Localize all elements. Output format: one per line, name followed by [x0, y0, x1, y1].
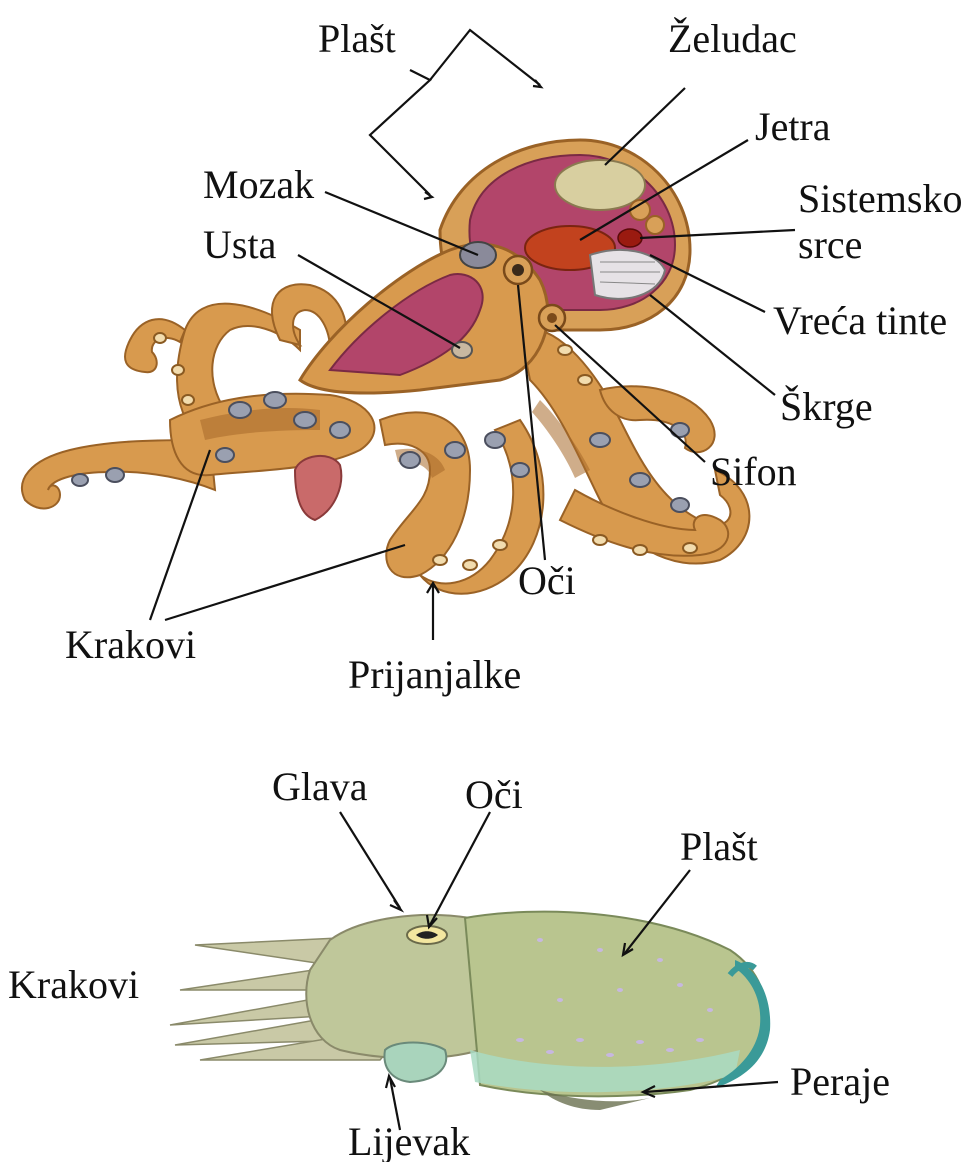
cuttlefish-illustration [170, 912, 770, 1110]
label-octopus-mouth: Usta [203, 222, 277, 267]
octopus-buccal-mass [295, 456, 341, 520]
label-cuttlefish-arms: Krakovi [8, 962, 139, 1007]
octopus-stomach [555, 160, 645, 210]
octopus-systemic-heart [618, 229, 642, 247]
label-octopus-suckers: Prijanjalke [348, 652, 521, 697]
cuttlefish-funnel [384, 1043, 446, 1083]
label-cuttlefish-fin: Peraje [790, 1059, 890, 1104]
label-octopus-gills: Škrge [780, 384, 873, 429]
label-octopus-arms: Krakovi [65, 622, 196, 667]
label-octopus-brain: Mozak [203, 162, 314, 207]
label-octopus-mantle: Plašt [318, 16, 396, 61]
label-octopus-stomach: Želudac [668, 16, 797, 61]
label-cuttlefish-eyes: Oči [465, 772, 523, 817]
label-cuttlefish-head: Glava [272, 764, 368, 809]
label-octopus-siphon: Sifon [710, 449, 797, 494]
label-cuttlefish-mantle: Plašt [680, 824, 758, 869]
octopus-illustration [22, 140, 749, 594]
label-octopus-systemic-heart-line1: Sistemsko [798, 176, 962, 221]
label-octopus-ink-sac: Vreća tinte [773, 298, 947, 343]
cuttlefish-head [306, 915, 480, 1058]
label-octopus-eyes: Oči [518, 558, 576, 603]
label-cuttlefish-funnel: Lijevak [348, 1119, 470, 1162]
label-octopus-liver: Jetra [755, 104, 831, 149]
label-octopus-systemic-heart-line2: srce [798, 222, 862, 267]
